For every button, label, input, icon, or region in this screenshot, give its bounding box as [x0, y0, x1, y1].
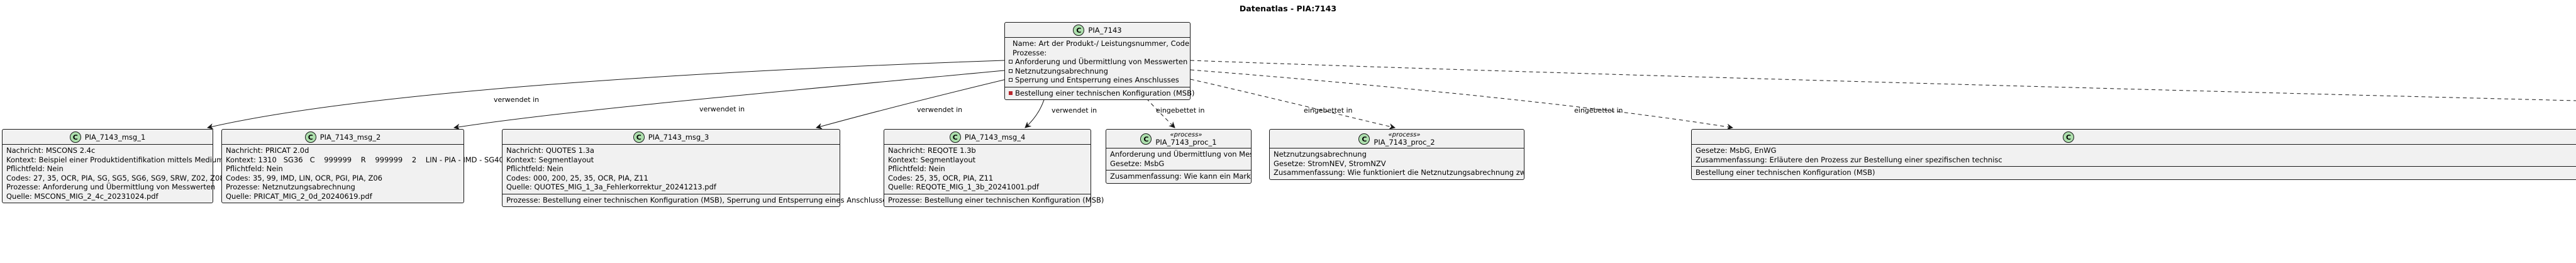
node-line: Zusammenfassung: Erläutere den Prozess z…: [1696, 155, 2002, 164]
square-icon: [1009, 69, 1013, 73]
class-icon: C: [2063, 132, 2074, 143]
node-title: PIA_7143_msg_4: [964, 133, 1026, 142]
diagram-title: Datenatlas - PIA:7143: [1239, 4, 1337, 13]
node-line: Netznutzungsabrechnung: [1274, 150, 1367, 159]
edge-proc-3: [1190, 69, 1733, 130]
edge-proc-1: [1136, 87, 1175, 128]
node-title: PIA_7143: [1088, 26, 1122, 35]
node-summary: Zusammenfassung: Wie kann ein Marktpartn…: [1110, 172, 1251, 181]
stereotype: «process»: [1388, 132, 1421, 138]
class-icon: C: [1358, 133, 1370, 145]
node-line: Quelle: REQOTE_MIG_1_3b_20241001.pdf: [888, 182, 1040, 191]
node-title: PIA_7143_proc_2: [1374, 138, 1435, 147]
node-line: Kontext: Beispiel einer Produktidentifik…: [6, 155, 226, 164]
node-line: Kontext: Segmentlayout: [888, 155, 976, 164]
edge-msg-3: [816, 79, 1007, 130]
node-line: Nachricht: REQOTE 1.3b: [888, 146, 976, 155]
class-icon: C: [1073, 25, 1085, 36]
edge-label-proc-1: eingebettet in: [1156, 106, 1205, 115]
msg-node-1[interactable]: C PIA_7143_msg_1 Nachricht: MSCONS 2.4c …: [2, 129, 226, 203]
edge-label-proc-3: eingebettet in: [1574, 106, 1623, 115]
msg-node-2[interactable]: C PIA_7143_msg_2 Nachricht: PRICAT 2.0d …: [221, 129, 504, 203]
node-line: Codes: 25, 35, OCR, PIA, Z11: [888, 173, 994, 182]
node-processes: Prozesse: Bestellung einer technischen K…: [506, 195, 891, 204]
node-title: PIA_7143_proc_1: [1155, 138, 1217, 147]
msg-node-3[interactable]: C PIA_7143_msg_3 Nachricht: QUOTES 1.3a …: [502, 129, 891, 207]
node-line: Pflichtfeld: Nein: [506, 164, 564, 173]
proc-node-2[interactable]: C «process» PIA_7143_proc_2 Netznutzungs…: [1269, 129, 1524, 180]
process-item: Netznutzungsabrechnung: [1015, 66, 1108, 76]
node-processes: Prozesse: Bestellung einer technischen K…: [888, 195, 1104, 204]
node-line: Pflichtfeld: Nein: [6, 164, 64, 173]
node-line: Kontext: 1310 SG36 C 999999 R 999999 2 L…: [226, 155, 504, 164]
filled-square-icon: [1009, 91, 1013, 95]
class-icon: C: [633, 132, 645, 143]
node-line: Codes: 27, 35, OCR, PIA, SG, SG5, SG6, S…: [6, 173, 225, 182]
class-icon: C: [949, 132, 961, 143]
class-icon: C: [1140, 133, 1152, 145]
class-icon: C: [69, 132, 81, 143]
class-icon: C: [304, 132, 316, 143]
edge-label-msg-2: verwendet in: [699, 105, 745, 113]
node-line: Gesetze: MsbG: [1110, 159, 1165, 168]
center-node-pia-7143[interactable]: C PIA_7143 Name: Art der Produkt-/ Leist…: [1004, 22, 1195, 100]
process-item: Sperrung und Entsperrung eines Anschluss…: [1015, 76, 1179, 84]
edge-label-msg-4: verwendet in: [1052, 106, 1097, 115]
node-line: Codes: 000, 200, 25, 35, OCR, PIA, Z11: [506, 173, 648, 182]
node-line: Zusammenfassung: Wie funktioniert die Ne…: [1274, 168, 1524, 177]
edge-proc-4: [1190, 60, 2576, 101]
node-line: Codes: 35, 99, IMD, LIN, OCR, PGI, PIA, …: [226, 173, 382, 182]
node-line: Quelle: MSCONS_MIG_2_4c_20231024.pdf: [6, 191, 158, 201]
edge-proc-2: [1190, 79, 1396, 130]
square-icon: [1009, 60, 1013, 64]
node-line: Prozesse: Anforderung und Übermittlung v…: [6, 182, 216, 191]
node-line: Gesetze: MsbG, EnWG: [1696, 146, 1777, 155]
node-line: Gesetze: StromNEV, StromNZV: [1274, 159, 1386, 168]
edge-label-msg-1: verwendet in: [494, 96, 540, 104]
node-line: Kontext: Segmentlayout: [506, 155, 594, 164]
process-item: Anforderung und Übermittlung von Messwer…: [1015, 57, 1188, 66]
edge-msg-2: [453, 70, 1005, 130]
node-title: PIA_7143_msg_1: [84, 133, 146, 142]
msg-node-4[interactable]: C PIA_7143_msg_4 Nachricht: REQOTE 1.3b …: [884, 129, 1104, 207]
node-line: Nachricht: MSCONS 2.4c: [6, 146, 96, 155]
node-line: Quelle: QUOTES_MIG_1_3a_Fehlerkorrektur_…: [506, 182, 716, 191]
stereotype: «process»: [1170, 132, 1202, 138]
proc-node-1[interactable]: C «process» PIA_7143_proc_1 Anforderung …: [1106, 129, 1252, 184]
node-line: Prozesse: Netznutzungsabrechnung: [226, 182, 355, 191]
square-icon: [1009, 78, 1013, 82]
node-line: Pflichtfeld: Nein: [888, 164, 945, 173]
field-processes: Prozesse:: [1013, 48, 1047, 57]
node-line: Quelle: PRICAT_MIG_2_0d_20240619.pdf: [226, 191, 372, 201]
node-process: Bestellung einer technischen Konfigurati…: [1696, 168, 1875, 177]
node-line: Pflichtfeld: Nein: [226, 164, 283, 173]
field-name: Name: Art der Produkt-/ Leistungsnummer,…: [1013, 39, 1190, 48]
edge-msg-1: [207, 60, 1005, 130]
node-title: PIA_7143_msg_3: [648, 133, 709, 142]
node-line: Nachricht: QUOTES 1.3a: [506, 146, 594, 155]
node-line: Nachricht: PRICAT 2.0d: [226, 146, 309, 155]
edge-label-msg-3: verwendet in: [917, 106, 963, 114]
process-highlight: Bestellung einer technischen Konfigurati…: [1015, 88, 1195, 98]
node-title: PIA_7143_msg_2: [319, 133, 381, 142]
edge-label-proc-2: eingebettet in: [1304, 106, 1353, 115]
node-line: Anforderung und Übermittlung von Messwer…: [1110, 150, 1251, 159]
proc-node-3[interactable]: C Gesetze: MsbG, EnWG Zusammenfassung: E…: [1691, 129, 2576, 180]
